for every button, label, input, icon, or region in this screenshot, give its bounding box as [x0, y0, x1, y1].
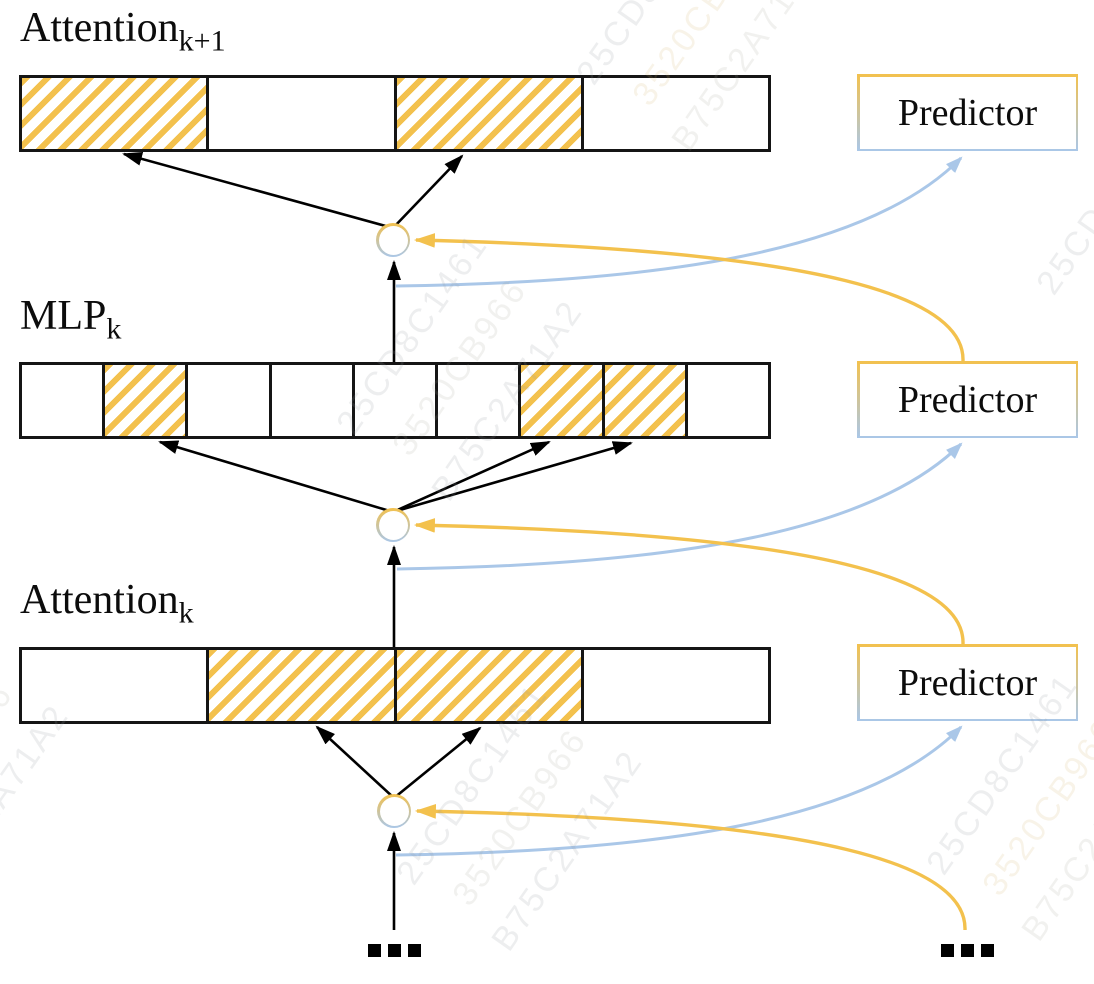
selected-unit-cell	[22, 78, 207, 149]
fan-arrow-bottom-right	[393, 726, 482, 800]
ellipsis-dot	[981, 944, 994, 957]
layer-label-subscript: k+1	[178, 24, 226, 58]
selected-unit-cell	[393, 650, 581, 721]
unit-cell	[268, 365, 352, 436]
ellipsis-dot	[961, 944, 974, 957]
mlp-k-units-bar	[19, 362, 771, 439]
selected-unit-cell	[601, 365, 685, 436]
fan-arrow-top-right	[392, 154, 464, 229]
layer-label-attention-k1: Attentionk+1	[20, 4, 226, 56]
predictor-box-top: Predictor	[857, 74, 1078, 151]
selected-unit-cell	[518, 365, 602, 436]
gather-node-bottom	[377, 794, 411, 828]
gather-node-middle	[376, 508, 410, 542]
predictor-to-gather-arrow-bottom	[414, 804, 967, 931]
layer-label-attention-k: Attentionk	[20, 576, 194, 628]
ellipsis-icon: ...	[941, 944, 994, 957]
selected-unit-cell	[102, 365, 186, 436]
selected-unit-cell	[393, 78, 581, 149]
fan-arrow-top-left	[122, 152, 394, 230]
hidden-to-predictor-arrow-top	[395, 156, 963, 288]
predictor-box-bottom: Predictor	[857, 644, 1078, 721]
attention-k-units-bar	[19, 647, 771, 724]
fan-arrow-mid-right1	[392, 440, 551, 514]
fan-arrow-bottom-left	[315, 725, 395, 799]
watermark: 3520CB966 B75C2A71A2	[0, 566, 149, 984]
unit-cell	[435, 365, 519, 436]
gather-node-top	[376, 223, 410, 257]
gather-node-fill	[378, 510, 408, 540]
watermark-line: 25CD8C1461	[1029, 86, 1094, 302]
predictor-to-gather-arrow-middle	[413, 518, 965, 645]
predictor-label: Predictor	[859, 363, 1076, 436]
layer-label-subscript: k	[178, 596, 194, 630]
selected-unit-cell	[206, 650, 394, 721]
gather-node-fill	[379, 796, 409, 826]
layer-label-subscript: k	[106, 312, 122, 346]
fan-arrow-mid-left	[158, 440, 394, 514]
hidden-to-predictor-arrow-bottom	[395, 725, 963, 857]
ellipsis-dot	[408, 944, 421, 957]
watermark-line: 25CD8C1461	[389, 676, 556, 892]
unit-cell	[580, 78, 768, 149]
predictor-label: Predictor	[859, 646, 1076, 719]
unit-cell	[684, 365, 768, 436]
fan-arrow-mid-right2	[392, 441, 633, 514]
predictor-label: Predictor	[859, 76, 1076, 149]
predictor-to-gather-arrow-top	[413, 233, 965, 362]
unit-cell	[185, 365, 269, 436]
layer-label-mlp-k: MLPk	[20, 292, 121, 344]
watermark: 25CD8C1461 3520CB966 B75C2A71A2	[847, 569, 1094, 984]
ellipsis-dot	[388, 944, 401, 957]
layer-label-base: Attention	[20, 5, 179, 51]
watermark-line: 3520CB966	[0, 675, 22, 867]
watermark-line: 25CD8C1461	[329, 226, 496, 442]
attention-k1-units-bar	[19, 75, 771, 152]
predictor-box-middle: Predictor	[857, 361, 1078, 438]
unit-cell	[206, 78, 394, 149]
watermark-line: 25CD8C1461	[919, 666, 1086, 882]
ellipsis-dot	[368, 944, 381, 957]
hidden-to-predictor-arrow-middle	[396, 442, 963, 571]
ellipsis-icon: ...	[368, 944, 421, 957]
gather-node-fill	[378, 225, 408, 255]
unit-cell	[351, 365, 436, 436]
layer-label-base: MLP	[20, 293, 107, 339]
unit-cell	[22, 650, 207, 721]
unit-cell	[580, 650, 768, 721]
ellipsis-dot	[941, 944, 954, 957]
watermark: 25CD8C1461 3520CB966 B75C2A71A2	[317, 579, 723, 984]
unit-cell	[22, 365, 103, 436]
layer-label-base: Attention	[20, 577, 179, 623]
